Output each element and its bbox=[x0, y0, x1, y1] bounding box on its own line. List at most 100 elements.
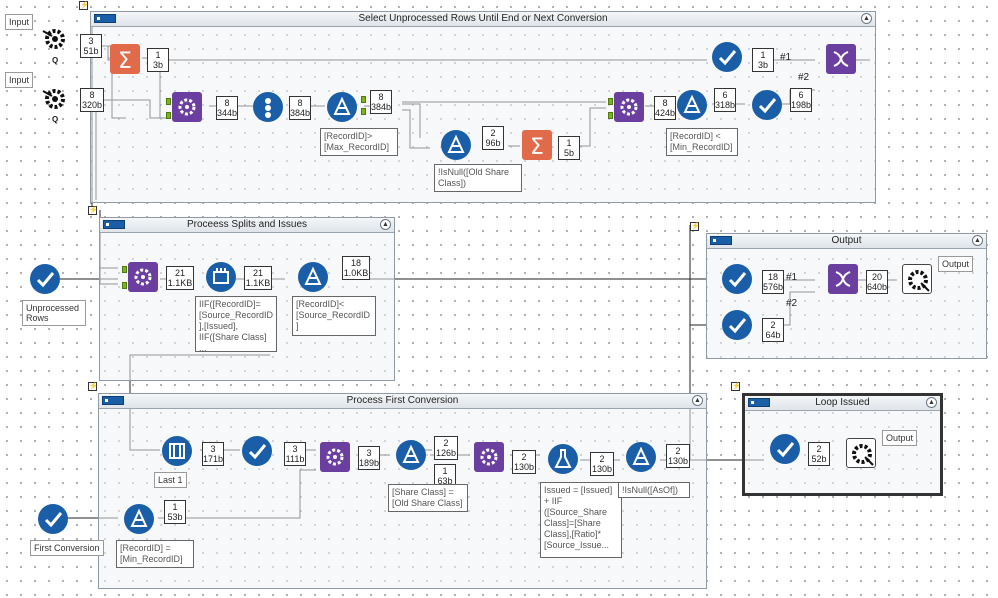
filter-tool[interactable] bbox=[626, 442, 656, 472]
collapse-icon[interactable]: ▲ bbox=[861, 13, 872, 24]
collapse-icon[interactable]: ▲ bbox=[972, 235, 983, 246]
multirow-formula-tool[interactable] bbox=[206, 262, 236, 292]
lightning-icon: ⚡ bbox=[690, 222, 700, 231]
macro-input-tool[interactable] bbox=[40, 84, 70, 114]
gear-output-icon bbox=[908, 270, 930, 292]
lightning-icon: ⚡ bbox=[88, 382, 98, 391]
input-anchor-t[interactable] bbox=[608, 98, 613, 105]
formula-tool[interactable] bbox=[548, 444, 578, 474]
input-anchor-s[interactable] bbox=[166, 112, 171, 119]
filter-delta-icon bbox=[402, 444, 420, 463]
summarize-tool[interactable]: Σ bbox=[110, 44, 140, 74]
container-output[interactable]: Output ▲ bbox=[706, 233, 987, 359]
checkmark-icon bbox=[248, 444, 267, 460]
macro-output-tool[interactable] bbox=[902, 264, 932, 294]
annotation-note: [RecordID]> [Max_RecordID] bbox=[320, 128, 398, 156]
filter-delta-icon bbox=[632, 446, 650, 465]
connection-label: #1 bbox=[786, 272, 798, 283]
filter-tool[interactable] bbox=[298, 262, 328, 292]
checkmark-icon bbox=[758, 98, 777, 114]
union-tool[interactable] bbox=[828, 264, 858, 294]
append-fields-icon bbox=[620, 98, 638, 116]
container-title-bar[interactable]: Select Unprocessed Rows Until End or Nex… bbox=[91, 12, 875, 27]
svg-text:Σ: Σ bbox=[530, 135, 544, 160]
connection-label: #2 bbox=[798, 72, 810, 83]
select-tool[interactable] bbox=[242, 436, 272, 466]
select-tool[interactable] bbox=[752, 90, 782, 120]
tool-label-last1: Last 1 bbox=[154, 472, 187, 488]
container-toggle-icon[interactable] bbox=[102, 396, 124, 405]
filter-tool[interactable] bbox=[677, 90, 707, 120]
container-title-bar[interactable]: Proceess Splits and Issues ▲ bbox=[100, 218, 394, 233]
gear-output-icon bbox=[852, 444, 874, 466]
container-title: Proceess Splits and Issues bbox=[186, 219, 308, 230]
append-fields-tool[interactable] bbox=[320, 442, 350, 472]
tool-label-input: Input bbox=[5, 14, 34, 30]
filter-tool[interactable] bbox=[441, 130, 471, 160]
append-fields-tool[interactable] bbox=[474, 442, 504, 472]
summarize-tool[interactable]: Σ bbox=[522, 130, 552, 160]
checkmark-icon bbox=[728, 272, 747, 288]
select-tool[interactable] bbox=[770, 434, 800, 464]
select-tool[interactable] bbox=[722, 310, 752, 340]
tool-label-input: Input bbox=[5, 72, 34, 88]
append-fields-tool[interactable] bbox=[128, 262, 158, 292]
lightning-icon: ⚡ bbox=[731, 382, 741, 391]
container-title-bar[interactable]: Loop Issued ▲ bbox=[745, 396, 940, 411]
filter-tool[interactable] bbox=[327, 92, 357, 122]
collapse-icon[interactable]: ▲ bbox=[380, 219, 391, 230]
annotation-note: [Share Class] = [Old Share Class] bbox=[388, 484, 468, 512]
union-dna-icon bbox=[833, 51, 849, 67]
macro-output-tool[interactable] bbox=[846, 438, 876, 468]
output-anchor-t[interactable] bbox=[361, 96, 366, 103]
container-title-bar[interactable]: Output ▲ bbox=[707, 234, 986, 249]
input-anchor-t[interactable] bbox=[166, 98, 171, 105]
input-anchor-s[interactable] bbox=[122, 282, 127, 289]
container-toggle-icon[interactable] bbox=[710, 236, 732, 245]
annotation-note: !IsNull([AsOf]) bbox=[618, 482, 690, 498]
multirow-formula-icon bbox=[213, 268, 229, 284]
filter-delta-icon bbox=[333, 96, 351, 115]
macro-input-select-tool[interactable] bbox=[38, 504, 68, 534]
container-title-bar[interactable]: Process First Conversion ▲ bbox=[99, 394, 706, 409]
collapse-icon[interactable]: ▲ bbox=[692, 395, 703, 406]
input-anchor-s[interactable] bbox=[608, 112, 613, 119]
container-title: Output bbox=[831, 235, 862, 246]
record-id-tool[interactable] bbox=[253, 92, 283, 122]
append-fields-icon bbox=[178, 98, 196, 116]
select-tool[interactable] bbox=[712, 42, 742, 72]
container-title: Select Unprocessed Rows Until End or Nex… bbox=[358, 13, 608, 24]
sample-tool[interactable] bbox=[162, 436, 192, 466]
gear-arrow-icon bbox=[42, 89, 65, 109]
output-anchor-f[interactable] bbox=[361, 108, 366, 115]
filter-delta-icon bbox=[304, 266, 322, 285]
container-toggle-icon[interactable] bbox=[748, 398, 770, 407]
union-tool[interactable] bbox=[826, 44, 856, 74]
filter-tool[interactable] bbox=[124, 504, 154, 534]
input-anchor-t[interactable] bbox=[122, 266, 127, 273]
container-toggle-icon[interactable] bbox=[103, 220, 125, 229]
annotation-note: [RecordID] < [Min_RecordID] bbox=[666, 128, 738, 156]
macro-input-tool[interactable] bbox=[40, 24, 70, 54]
append-fields-tool[interactable] bbox=[172, 92, 202, 122]
collapse-icon[interactable]: ▲ bbox=[926, 397, 937, 408]
checkmark-icon bbox=[776, 442, 795, 458]
append-fields-tool[interactable] bbox=[614, 92, 644, 122]
annotation-note: !IsNull([Old Share Class]) bbox=[434, 164, 522, 192]
filter-tool[interactable] bbox=[396, 440, 426, 470]
select-tool[interactable] bbox=[722, 264, 752, 294]
svg-text:Σ: Σ bbox=[118, 49, 132, 74]
checkmark-icon bbox=[44, 512, 63, 528]
macro-input-select-tool[interactable] bbox=[30, 264, 60, 294]
container-toggle-icon[interactable] bbox=[94, 14, 116, 23]
